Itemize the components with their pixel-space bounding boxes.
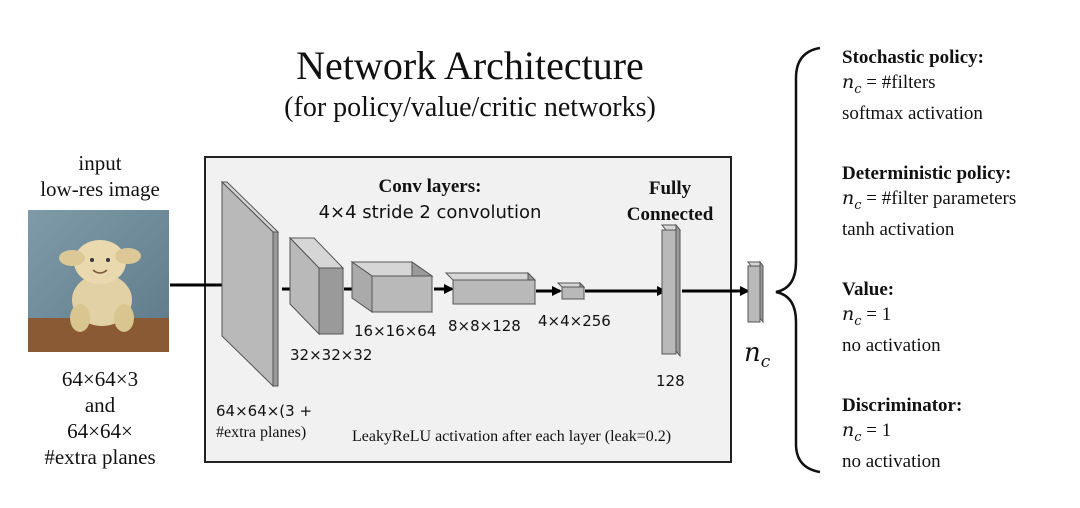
output-note: no activation [842, 334, 941, 356]
layer-0-block [220, 180, 280, 388]
layer-1-block [288, 236, 345, 336]
output-equation: nc = #filter parameters [842, 187, 1017, 213]
output-heading: Value: [842, 279, 895, 300]
output-symbol-n: n [744, 338, 761, 368]
layer-2-block [350, 261, 434, 313]
layer-4-block [556, 281, 586, 301]
diagram-subtitle: (for policy/value/critic networks) [284, 92, 656, 123]
conv-layers-subheading: 4×4 stride 2 convolution [318, 202, 542, 223]
input-dims-line3: 64×64× [67, 419, 133, 443]
fc-block [660, 223, 682, 358]
bear-right-leg [114, 304, 134, 332]
layer-4-dims: 4×4×256 [538, 312, 611, 330]
output-symbol-sub: c [760, 352, 771, 373]
output-deterministic-policy: Deterministic policy: nc = #filter param… [842, 162, 1016, 242]
diagram-title: Network Architecture [296, 43, 644, 88]
bear-right-ear [115, 248, 141, 264]
bear-head [74, 240, 126, 284]
output-heading: Stochastic policy: [842, 47, 984, 68]
output-heading: Discriminator: [842, 395, 963, 416]
layer-0-dims-line1: 64×64×(3 + [216, 402, 313, 420]
output-heading: Deterministic policy: [842, 163, 1012, 184]
output-brace [775, 46, 821, 474]
input-image [28, 210, 169, 352]
layer-3-block [444, 271, 537, 306]
output-discriminator: Discriminator: nc = 1 no activation [842, 394, 962, 474]
fc-size-label: 128 [656, 372, 685, 390]
layer-3-dims: 8×8×128 [448, 317, 521, 335]
conv-layers-heading: Conv layers: [378, 176, 482, 197]
activation-footnote: LeakyReLU activation after each layer (l… [352, 428, 672, 445]
fc-label: Fully Connected [600, 176, 740, 228]
output-equation: nc = #filters [842, 71, 936, 97]
output-note: softmax activation [842, 102, 983, 124]
input-dims-line2: and [84, 393, 116, 417]
layer-1-dims: 32×32×32 [290, 346, 373, 364]
output-symbol: nc [744, 338, 770, 372]
output-equation: nc = 1 [842, 419, 892, 445]
output-equation: nc = 1 [842, 303, 892, 329]
layer-2-dims: 16×16×64 [354, 322, 437, 340]
output-note: tanh activation [842, 218, 955, 240]
output-note: no activation [842, 450, 941, 472]
input-label-line2: low-res image [40, 177, 160, 201]
fc-label-line2: Connected [626, 204, 714, 225]
layer-0-dims-line2: #extra planes) [216, 424, 307, 441]
output-value: Value: nc = 1 no activation [842, 278, 941, 358]
bear-left-ear [59, 250, 85, 266]
input-dims-line1: 64×64×3 [61, 367, 139, 391]
output-block [747, 260, 764, 324]
bear-left-leg [70, 304, 90, 332]
fc-label-line1: Fully [648, 178, 692, 199]
input-dims-line4: #extra planes [44, 445, 156, 469]
input-label-line1: input [78, 151, 122, 175]
network-panel [204, 156, 732, 463]
output-stochastic-policy: Stochastic policy: nc = #filters softmax… [842, 46, 984, 126]
